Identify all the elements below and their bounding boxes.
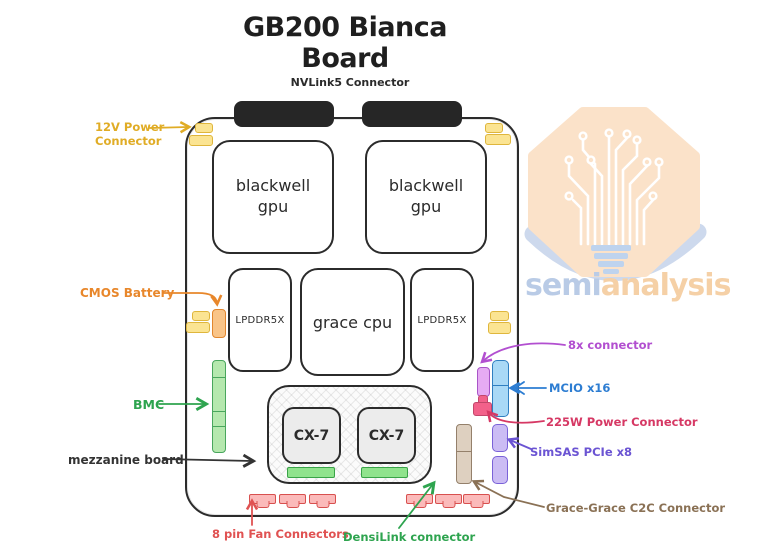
lpddr5x-left-label: LPDDR5X xyxy=(235,314,285,326)
8x-connector xyxy=(477,367,490,397)
mcio-segment-line xyxy=(493,385,508,386)
bmc-segment-line xyxy=(213,426,225,427)
mcio-x16-connector xyxy=(492,360,509,417)
fan-connector-6 xyxy=(463,494,490,504)
label-simsas: SimSAS PCIe x8 xyxy=(530,445,633,459)
nvlink5-connector-left xyxy=(234,101,334,127)
nvlink5-connector-right xyxy=(362,101,462,127)
label-fan-connectors: 8 pin Fan Connectors xyxy=(212,527,349,541)
page-title: GB200 Bianca Board xyxy=(242,12,448,74)
12v-connector-tl-1 xyxy=(195,123,213,133)
simsas-pcie-connector-1 xyxy=(492,424,508,452)
fan-connector-5 xyxy=(435,494,462,504)
simsas-pcie-connector-2 xyxy=(492,456,508,484)
fan-connector-3 xyxy=(309,494,336,504)
cx7-nic-2-label: CX-7 xyxy=(368,427,405,444)
semianalysis-logo xyxy=(524,107,707,281)
blackwell-gpu-2-label: blackwell gpu xyxy=(388,176,464,216)
12v-connector-tl-2 xyxy=(189,135,213,146)
blackwell-gpu-1: blackwell gpu xyxy=(212,140,334,254)
blackwell-gpu-2: blackwell gpu xyxy=(365,140,487,254)
label-cmos-battery: CMOS Battery xyxy=(80,286,175,300)
power-connector-mr-1 xyxy=(490,311,509,321)
blackwell-gpu-1-label: blackwell gpu xyxy=(235,176,311,216)
12v-connector-tr-2 xyxy=(485,134,511,145)
cx7-nic-2: CX-7 xyxy=(357,407,416,464)
lpddr5x-right-label: LPDDR5X xyxy=(417,314,467,326)
semianalysis-wordmark: semianalysis xyxy=(525,268,731,303)
label-8x-connector: 8x connector xyxy=(568,338,653,352)
225w-power-connector xyxy=(473,402,492,416)
cx7-nic-1: CX-7 xyxy=(282,407,341,464)
nvlink5-connector-label: NVLink5 Connector xyxy=(290,76,410,89)
grace-cpu: grace cpu xyxy=(300,268,405,376)
cx7-nic-1-label: CX-7 xyxy=(293,427,330,444)
lpddr5x-left: LPDDR5X xyxy=(228,268,292,372)
logo-circuit-dots xyxy=(564,128,664,201)
label-bmc: BMC xyxy=(133,397,165,412)
label-mcio-x16: MCIO x16 xyxy=(549,381,611,395)
bmc-chip xyxy=(212,360,226,453)
cmos-battery xyxy=(212,309,226,338)
power-connector-ml-2 xyxy=(186,322,210,333)
label-225w-power: 225W Power Connector xyxy=(546,415,698,429)
mezzanine-board: CX-7 CX-7 xyxy=(267,385,432,484)
power-connector-ml-1 xyxy=(192,311,210,321)
label-densilink: DensiLink connector xyxy=(343,530,476,544)
logo-word-semi: semi xyxy=(525,268,602,303)
12v-connector-tr-1 xyxy=(485,123,503,133)
logo-octagon xyxy=(528,107,700,277)
densilink-connector-2 xyxy=(361,467,408,478)
label-mezzanine-board: mezzanine board xyxy=(68,453,184,467)
fan-connector-2 xyxy=(279,494,306,504)
bmc-segment-line xyxy=(213,377,225,378)
grace-grace-c2c-connector xyxy=(456,424,472,484)
c2c-segment-line xyxy=(457,451,471,452)
grace-cpu-label: grace cpu xyxy=(312,312,393,332)
fan-connector-1 xyxy=(249,494,276,504)
densilink-connector-1 xyxy=(287,467,335,478)
logo-bulb-base xyxy=(591,245,631,274)
label-c2c: Grace-Grace C2C Connector xyxy=(546,501,726,515)
fan-connector-4 xyxy=(406,494,433,504)
power-connector-mr-2 xyxy=(488,322,511,334)
lpddr5x-right: LPDDR5X xyxy=(410,268,474,372)
label-12v-power: 12V Power Connector xyxy=(95,120,165,148)
bmc-segment-line xyxy=(213,411,225,412)
logo-circuit-tree xyxy=(567,136,661,246)
logo-word-analysis: analysis xyxy=(600,268,732,303)
